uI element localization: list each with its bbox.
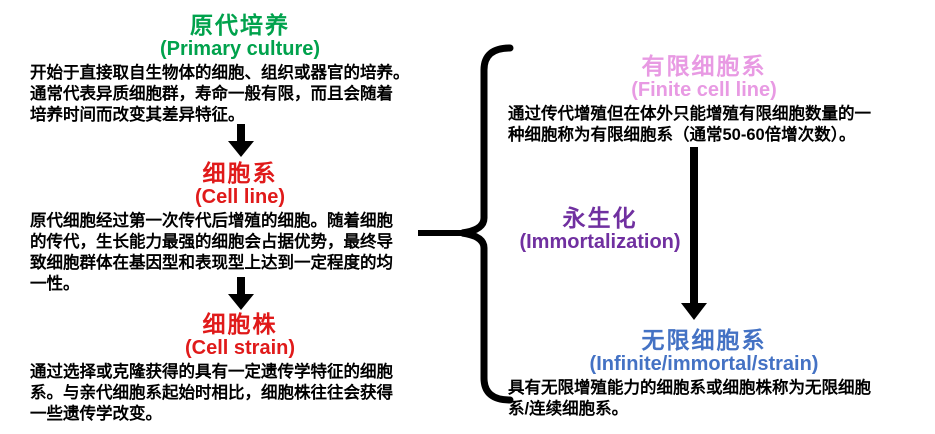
- curly-brace: [461, 44, 514, 404]
- primary-culture-block: 原代培养 (Primary culture) 开始于直接取自生物体的细胞、组织或…: [30, 12, 450, 126]
- finite-cell-line-description: 通过传代增殖但在体外只能增殖有限细胞数量的一种细胞称为有限细胞系（通常50-60…: [508, 105, 871, 144]
- primary-culture-title-en: (Primary culture): [159, 38, 321, 60]
- cell-strain-block: 细胞株 (Cell strain) 通过选择或克隆获得的具有一定遗传学特征的细胞…: [30, 311, 450, 425]
- cell-strain-title-cn: 细胞株: [202, 311, 278, 337]
- curly-brace-connector: [418, 44, 514, 404]
- finite-cell-line-block: 有限细胞系 (Finite cell line) 通过传代增殖但在体外只能增殖有…: [500, 53, 908, 146]
- cell-line-title-cn: 细胞系: [202, 160, 278, 186]
- primary-culture-description: 开始于直接取自生物体的细胞、组织或器官的培养。通常代表异质细胞群，寿命一般有限，…: [30, 64, 410, 124]
- infinite-cell-line-title-cn: 无限细胞系: [641, 327, 767, 353]
- cell-strain-title-en: (Cell strain): [184, 337, 296, 359]
- cell-line-block: 细胞系 (Cell line) 原代细胞经过第一次传代后增殖的细胞。随着细胞的传…: [30, 160, 450, 295]
- down-arrow-icon: [228, 277, 254, 310]
- finite-cell-line-title-en: (Finite cell line): [631, 79, 777, 101]
- infinite-cell-line-title-en: (Infinite/immortal/strain): [589, 353, 819, 375]
- immortalization-title-cn: 永生化: [562, 205, 638, 231]
- immortalization-label-block: 永生化 (Immortalization): [505, 205, 695, 254]
- cell-strain-description: 通过选择或克隆获得的具有一定遗传学特征的细胞系。与亲代细胞系起始时相比，细胞株往…: [30, 363, 393, 423]
- cell-line-title-en: (Cell line): [194, 186, 285, 208]
- infinite-cell-line-description: 具有无限增殖能力的细胞系或细胞株称为无限细胞系/连续细胞系。: [508, 379, 871, 418]
- down-arrow-icon: [228, 124, 254, 157]
- down-arrow-icon: [681, 147, 707, 320]
- cell-line-description: 原代细胞经过第一次传代后增殖的细胞。随着细胞的传代，生长能力最强的细胞会占据优势…: [30, 212, 393, 293]
- immortalization-title-en: (Immortalization): [519, 231, 681, 253]
- primary-culture-title-cn: 原代培养: [190, 12, 290, 38]
- finite-cell-line-title-cn: 有限细胞系: [641, 53, 767, 79]
- infinite-cell-line-block: 无限细胞系 (Infinite/immortal/strain) 具有无限增殖能…: [500, 327, 908, 420]
